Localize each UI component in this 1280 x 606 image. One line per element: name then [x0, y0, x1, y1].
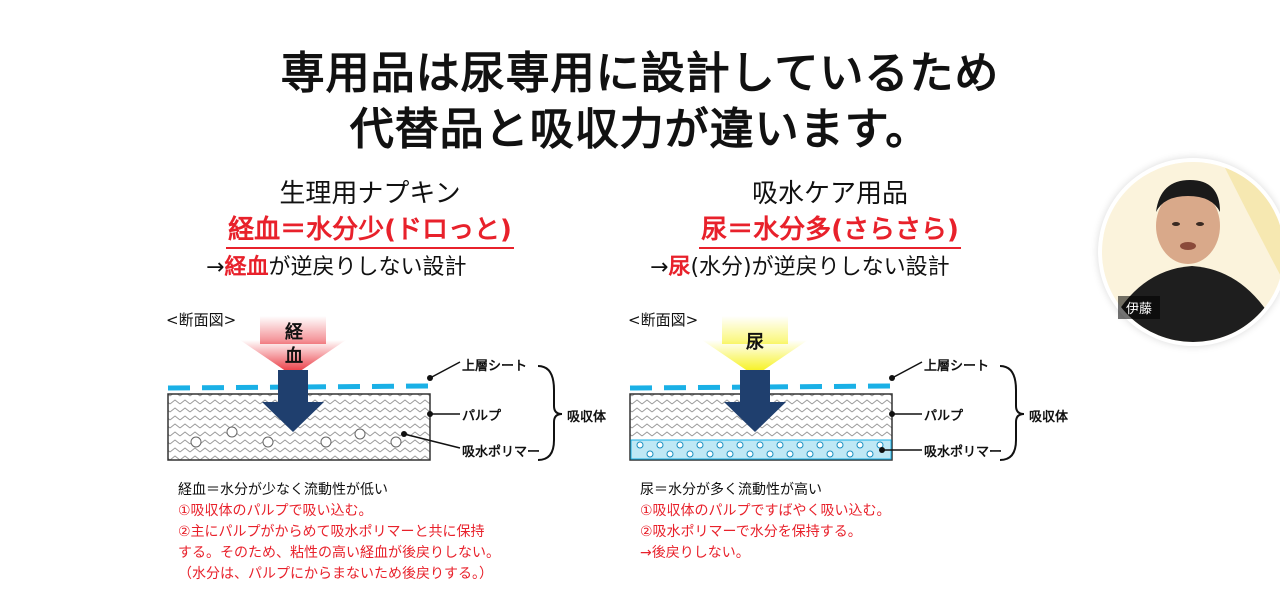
left-note-3: ②主にパルプがからめて吸水ポリマーと共に保持 [178, 524, 485, 540]
left-section-label: <断面図> [166, 311, 237, 329]
right-cross-section-diagram [629, 316, 1025, 461]
right-label-top-sheet: 上層シート [924, 359, 990, 374]
right-label-pulp: パルプ [924, 409, 964, 424]
left-note-1: 経血＝水分が少なく流動性が低い [178, 482, 388, 498]
left-red-arrow-body [260, 316, 326, 344]
left-sub-rest: が逆戻りしない設計 [268, 255, 467, 280]
left-label-pulp: パルプ [462, 409, 502, 424]
right-notes: 尿＝水分が多く流動性が高い ①吸収体のパルプですばやく吸い込む。 ②吸水ポリマー… [640, 480, 1060, 564]
left-highlight-wrap: 経血＝水分少(ドロっと) [190, 214, 550, 249]
participant-name: 伊藤 [1118, 296, 1161, 319]
left-red-arrow-head [240, 340, 346, 376]
slide-title-line2: 代替品と吸収力が違います。 [349, 104, 931, 155]
right-sub-prefix: → [650, 255, 669, 280]
left-pulp-layer [167, 393, 431, 461]
left-heading: 生理用ナプキン [279, 179, 461, 209]
right-section-label: <断面図> [628, 311, 699, 329]
right-highlight: 尿＝水分多(さらさら) [699, 215, 961, 249]
left-sub-red: 経血 [224, 255, 269, 280]
left-note-4: する。そのため、粘性の高い経血が後戻りしない。 [178, 545, 500, 561]
left-arrow-text-1: 経 [285, 322, 303, 343]
right-label-absorber: 吸収体 [1029, 410, 1069, 425]
right-sub-red: 尿 [668, 255, 691, 280]
left-sub-prefix: → [206, 255, 225, 280]
left-cross-section-diagram [167, 316, 563, 461]
left-absorber-brace [537, 365, 563, 461]
left-label-polymer: 吸水ポリマー [462, 445, 541, 460]
right-arrow-text-1: 尿 [746, 332, 764, 353]
right-top-sheet [629, 383, 893, 391]
right-highlight-wrap: 尿＝水分多(さらさら) [650, 214, 1010, 249]
left-note-5: （水分は、パルプにからまないため後戻りする。） [178, 566, 493, 582]
left-label-top-sheet: 上層シート [462, 359, 528, 374]
slide-title-line1: 専用品は尿専用に設計しているため [280, 48, 1000, 99]
right-yellow-arrow-head [702, 340, 808, 376]
right-note-4: →後戻りしない。 [640, 545, 750, 561]
right-absorber-brace [999, 365, 1025, 461]
left-notes: 経血＝水分が少なく流動性が低い ①吸収体のパルプで吸い込む。 ②主にパルプがから… [178, 480, 598, 585]
left-note-2: ①吸収体のパルプで吸い込む。 [178, 503, 373, 519]
left-highlight: 経血＝水分少(ドロっと) [226, 215, 514, 249]
right-heading: 吸水ケア用品 [751, 179, 908, 209]
left-polymer-circles [190, 426, 402, 448]
right-yellow-arrow-body [722, 316, 788, 344]
right-note-1: 尿＝水分が多く流動性が高い [640, 482, 822, 498]
right-blue-arrow [724, 370, 786, 432]
right-note-3: ②吸水ポリマーで水分を保持する。 [640, 524, 862, 540]
left-top-sheet [167, 383, 431, 391]
right-subtitle: →尿(水分)が逆戻りしない設計 [650, 254, 950, 282]
right-sub-rest: (水分)が逆戻りしない設計 [690, 255, 950, 280]
left-arrow-text-2: 血 [285, 346, 303, 367]
right-polymer-circles [636, 441, 884, 458]
right-note-2: ①吸収体のパルプですばやく吸い込む。 [640, 503, 891, 519]
left-label-absorber: 吸収体 [567, 410, 607, 425]
left-subtitle: →経血が逆戻りしない設計 [206, 254, 466, 282]
left-blue-arrow [262, 370, 324, 432]
right-label-polymer: 吸水ポリマー [924, 445, 1003, 460]
